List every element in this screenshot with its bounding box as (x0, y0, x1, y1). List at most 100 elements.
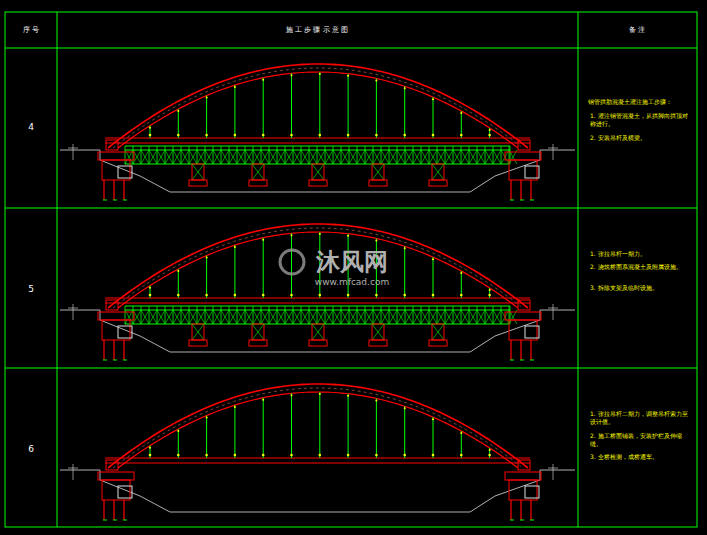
hanger-anchor (460, 112, 462, 114)
truss-member (325, 146, 326, 164)
hanger-anchor (290, 454, 293, 457)
truss-member (197, 146, 198, 164)
truss-member (485, 150, 493, 164)
hanger (178, 109, 179, 138)
hanger-anchor (290, 134, 293, 137)
truss-member (189, 146, 190, 164)
hanger-anchor (432, 134, 435, 137)
truss-member (453, 310, 461, 324)
arch-rib (113, 228, 521, 308)
truss-member (189, 150, 197, 164)
truss-member (421, 150, 429, 164)
pile-tip (113, 520, 117, 521)
truss-member (485, 310, 493, 324)
hanger (461, 271, 462, 298)
deck-beam (105, 457, 530, 458)
hanger-anchor (319, 134, 322, 137)
truss-member (205, 306, 206, 324)
arch-foot (518, 140, 530, 150)
hanger-anchor (375, 399, 377, 401)
truss-member (349, 306, 350, 324)
hanger-anchor (347, 235, 349, 237)
truss-member (421, 310, 429, 324)
truss-member (381, 150, 389, 164)
abutment (509, 160, 537, 180)
truss-member (317, 306, 318, 324)
pier-footing (189, 180, 207, 186)
truss-member (397, 310, 405, 324)
abutment-cap (98, 472, 134, 480)
hanger (150, 126, 151, 138)
truss-member (309, 310, 317, 324)
hanger-anchor (149, 454, 152, 457)
pier-brace (432, 164, 444, 180)
pile-tip (510, 520, 514, 521)
pier-brace (312, 164, 324, 180)
pile-tip (103, 520, 107, 521)
truss-member (357, 150, 365, 164)
hanger (263, 398, 264, 458)
truss-member (365, 150, 373, 164)
truss-member (261, 306, 262, 324)
hanger-anchor (489, 449, 491, 451)
hanger-anchor (205, 134, 208, 137)
truss-member (437, 306, 438, 324)
note-text: 3. 全桥检测，成桥通车。 (590, 453, 692, 461)
hanger-anchor (432, 454, 435, 457)
dimension-line (73, 304, 74, 320)
hanger (461, 431, 462, 458)
truss-member (285, 150, 293, 164)
pile-tip (510, 200, 514, 201)
watermark: 沐风网 (297, 247, 407, 277)
truss-member (389, 146, 390, 164)
truss-member (485, 306, 486, 324)
table-rule (57, 12, 58, 527)
hanger-anchor (347, 134, 350, 137)
watermark-logo (280, 250, 304, 274)
truss-member (501, 146, 502, 164)
truss-member (165, 306, 166, 324)
table-rule (578, 12, 579, 527)
hanger-anchor (205, 294, 208, 297)
truss-member (245, 306, 246, 324)
hanger-anchor (234, 406, 236, 408)
truss-member (229, 150, 237, 164)
hanger-anchor (460, 454, 463, 457)
truss-member (197, 306, 198, 324)
truss-member (301, 150, 309, 164)
hanger-anchor (375, 79, 377, 81)
hanger-anchor (290, 294, 293, 297)
step-number: 6 (16, 444, 46, 455)
hanger-anchor (319, 294, 322, 297)
hanger-anchor (177, 430, 179, 432)
truss-member (461, 146, 462, 164)
pile-tip (123, 360, 127, 361)
hanger-anchor (375, 134, 378, 137)
pile (510, 500, 511, 520)
dimension-line (548, 308, 558, 309)
truss-member (333, 306, 334, 324)
dimension-line (73, 144, 74, 160)
truss-member (413, 310, 421, 324)
truss-member (157, 310, 165, 324)
truss-member (493, 150, 501, 164)
truss-member (269, 310, 277, 324)
truss-member (453, 150, 461, 164)
truss-member (165, 146, 166, 164)
hanger-anchor (319, 233, 321, 235)
pier-footing (429, 180, 447, 186)
dimension-line (73, 464, 74, 480)
truss-member (245, 310, 253, 324)
hanger-anchor (488, 294, 491, 297)
truss-member (381, 306, 382, 324)
pile (520, 340, 521, 360)
truss-member (285, 146, 286, 164)
pier-brace (192, 164, 204, 180)
truss-member (421, 310, 429, 324)
truss-member (469, 150, 477, 164)
hanger (206, 96, 207, 138)
hanger-anchor (177, 134, 180, 137)
table-border (5, 12, 697, 527)
hanger-anchor (262, 239, 264, 241)
deck-beam (105, 137, 530, 138)
